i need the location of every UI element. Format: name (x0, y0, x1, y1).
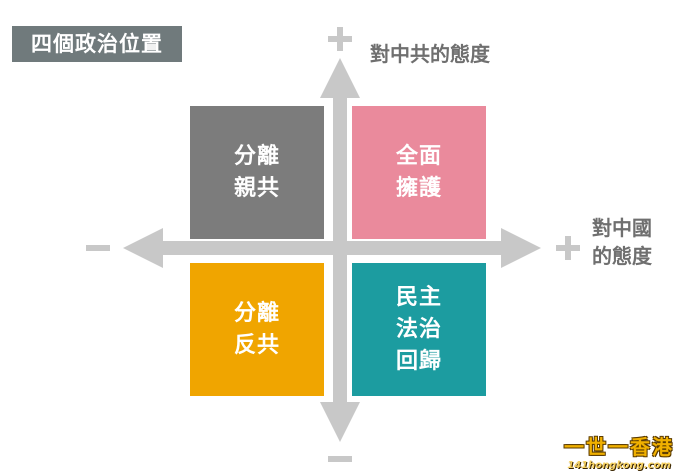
quadrant-text-line: 反共 (233, 332, 280, 358)
x-axis-label: 對中國 的態度 (592, 214, 680, 270)
x-axis-label-line-1: 對中國 (592, 216, 652, 240)
quadrant-text-line: 法治 (395, 316, 442, 342)
quadrant-top-right: 全面 擁護 (352, 106, 486, 239)
watermark-url: 141hongkong.com (567, 460, 671, 471)
watermark-logo: 一世一香港 141hongkong.com (564, 431, 674, 471)
quadrant-text-line: 分離 (233, 143, 280, 169)
right-arrowhead (501, 228, 541, 268)
y-positive-sign (328, 27, 352, 51)
left-arrowhead (123, 228, 163, 268)
title-badge: 四個政治位置 (12, 26, 182, 62)
x-axis-label-line-2: 的態度 (592, 244, 652, 268)
quadrant-text-line: 分離 (233, 300, 280, 326)
quadrant-text-line: 回歸 (395, 348, 442, 374)
quadrant-top-left: 分離 親共 (190, 106, 324, 239)
quadrant-text-line: 擁護 (395, 175, 442, 201)
quadrant-text-line: 民主 (395, 284, 442, 310)
quadrant-text-line: 全面 (395, 143, 442, 169)
y-axis-label: 對中共的態度 (370, 42, 490, 66)
x-positive-sign (556, 236, 580, 260)
quadrant-bottom-left: 分離 反共 (190, 263, 324, 396)
down-arrowhead (320, 402, 360, 442)
watermark-main-text: 一世一香港 (564, 435, 674, 459)
quadrant-bottom-right: 民主 法治 回歸 (352, 263, 486, 396)
horizontal-axis (150, 241, 510, 255)
up-arrowhead (320, 58, 360, 98)
x-negative-sign (86, 245, 110, 251)
quadrant-text-line: 親共 (233, 175, 280, 201)
y-negative-sign (328, 456, 352, 462)
diagram-title: 四個政治位置 (31, 32, 163, 56)
